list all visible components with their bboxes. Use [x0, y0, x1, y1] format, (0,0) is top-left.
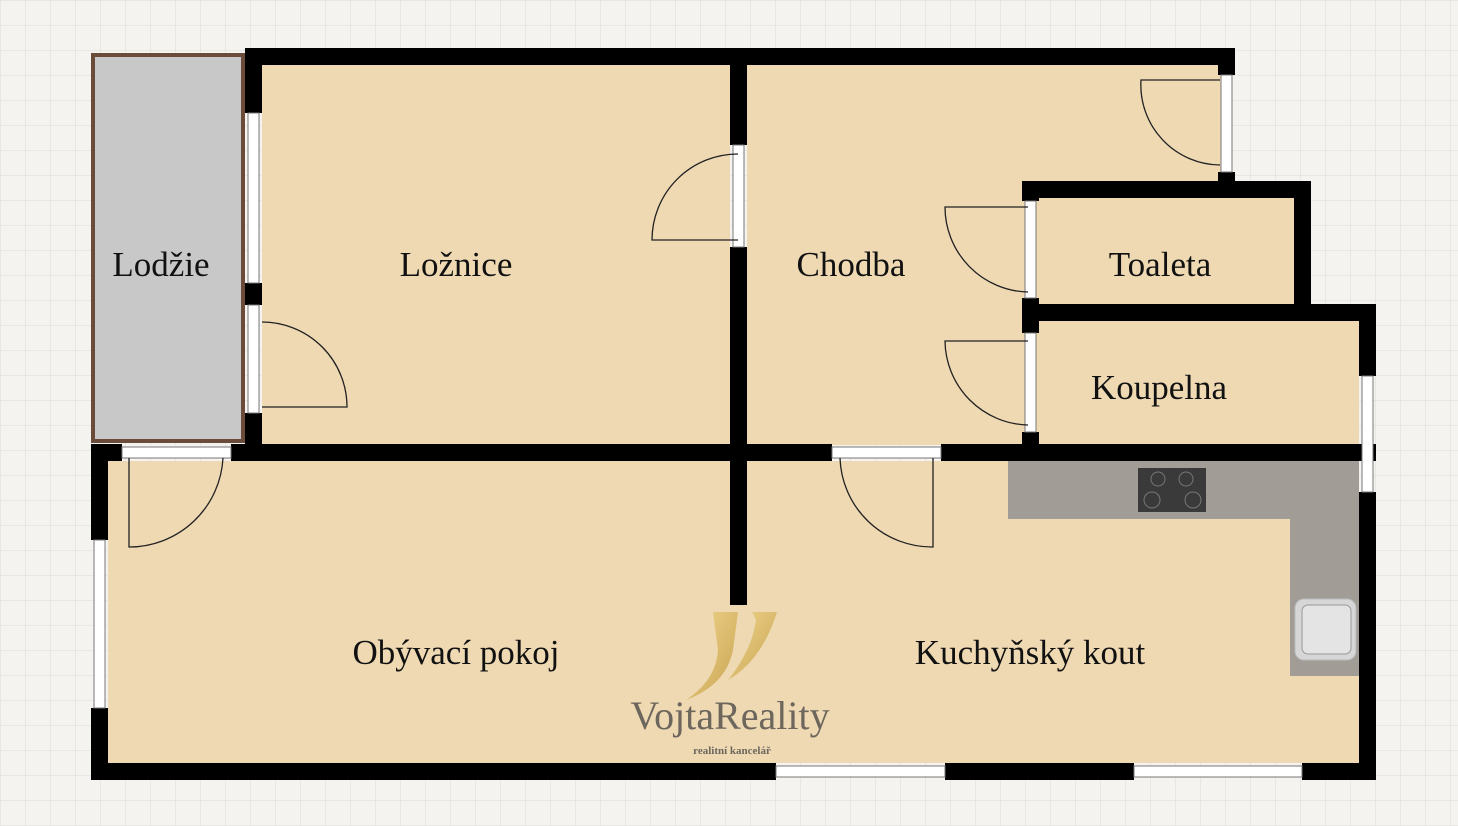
room-label-bathroom: Koupelna [1091, 368, 1228, 407]
vojtareality-logo: VojtaReality realitní kancelář [630, 612, 830, 757]
sink-icon [1294, 598, 1357, 661]
logo-tagline: realitní kancelář [693, 745, 771, 757]
room-label-hallway: Chodba [797, 245, 906, 284]
room-label-toilet: Toaleta [1109, 245, 1212, 284]
room-label-kitchenette: Kuchyňský kout [915, 633, 1146, 672]
door-living-icon [128, 457, 224, 548]
doors [128, 79, 1221, 548]
toilet-floor [1039, 198, 1295, 304]
logo-mark-icon [686, 612, 738, 700]
logo-name: VojtaReality [630, 693, 829, 738]
room-label-living-room: Obývací pokoj [352, 633, 559, 672]
door-entrance-icon [1140, 79, 1221, 166]
door-toilet-icon [944, 206, 1029, 293]
walls [91, 48, 1376, 780]
windows [93, 74, 1374, 778]
bathroom-floor [1039, 321, 1359, 445]
door-bedroom-icon [651, 153, 739, 241]
loggia-floor [91, 53, 245, 443]
kitchen-counter [1008, 461, 1359, 676]
bedroom-floor [262, 65, 730, 445]
room-label-bedroom: Ložnice [400, 245, 513, 284]
room-label-loggia: Lodžie [112, 245, 209, 284]
door-bathroom-icon [944, 340, 1029, 426]
door-kitchen-icon [839, 457, 934, 548]
door-loggia-icon [261, 321, 348, 408]
cooktop-icon [1138, 468, 1206, 512]
